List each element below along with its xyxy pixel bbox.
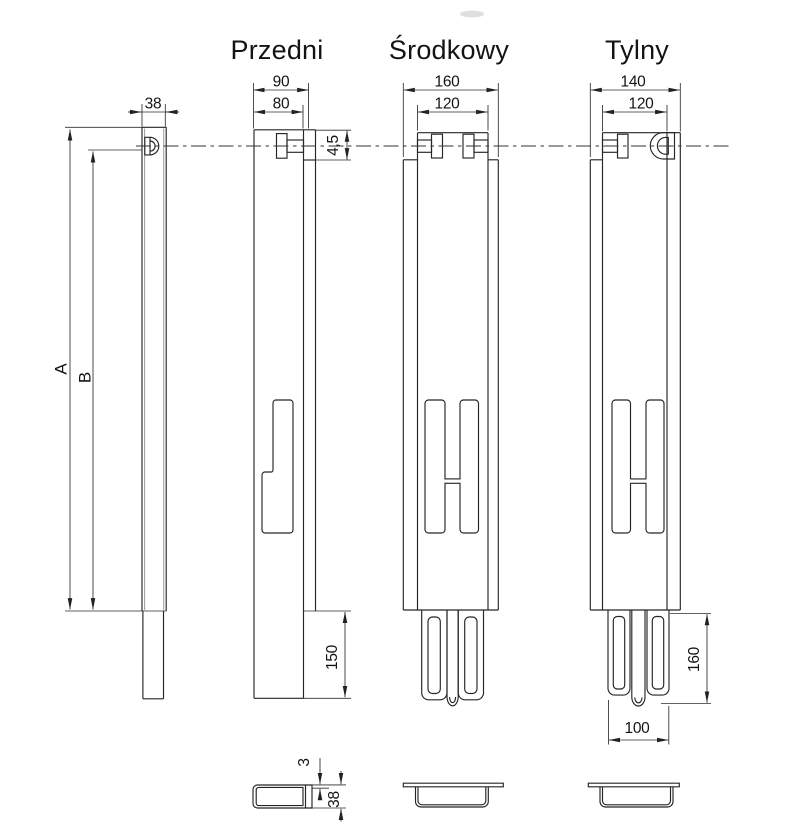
dim-rear-foot-width: 100	[625, 720, 651, 737]
dim-section-depth: 38	[326, 791, 343, 808]
dim-middle-inner-width: 120	[435, 96, 461, 113]
side-view: A B 38	[51, 96, 179, 700]
dim-height-b: B	[75, 372, 94, 383]
rear-view-hook-pin	[649, 132, 676, 160]
dim-height-a: A	[51, 363, 70, 375]
column-titles: Przedni Środkowy Tylny	[231, 33, 670, 65]
title-rear-column: Tylny	[605, 35, 669, 65]
front-section-view: 3 38	[252, 758, 346, 822]
middle-view-h-slot	[424, 399, 480, 534]
title-front-column: Przedni	[231, 35, 324, 65]
rear-section-view	[587, 782, 680, 808]
middle-view: 160 120	[402, 74, 499, 707]
front-view: 90 80 4,5 150	[253, 74, 351, 699]
dim-rear-outer-width: 140	[621, 74, 647, 91]
middle-section-view	[402, 782, 504, 808]
dim-rear-foot-length: 160	[686, 646, 703, 672]
dim-middle-outer-width: 160	[435, 74, 461, 91]
dim-rear-inner-width: 120	[629, 96, 655, 113]
scan-smudge	[460, 10, 484, 18]
dim-section-wall-thickness: 3	[296, 758, 313, 766]
dim-front-outer-width: 90	[273, 74, 290, 91]
dim-front-inner-width: 80	[273, 96, 290, 113]
dim-front-top-offset: 4,5	[325, 135, 342, 156]
rear-view-h-slot	[611, 399, 665, 534]
middle-view-feet	[421, 610, 485, 707]
rear-view: 140 120	[589, 74, 711, 745]
title-middle-column: Środkowy	[389, 33, 509, 65]
dim-side-depth: 38	[145, 96, 162, 113]
dim-front-foot-length: 150	[324, 644, 341, 670]
front-view-keyhole-slot	[261, 399, 294, 534]
rear-view-feet	[607, 610, 670, 707]
